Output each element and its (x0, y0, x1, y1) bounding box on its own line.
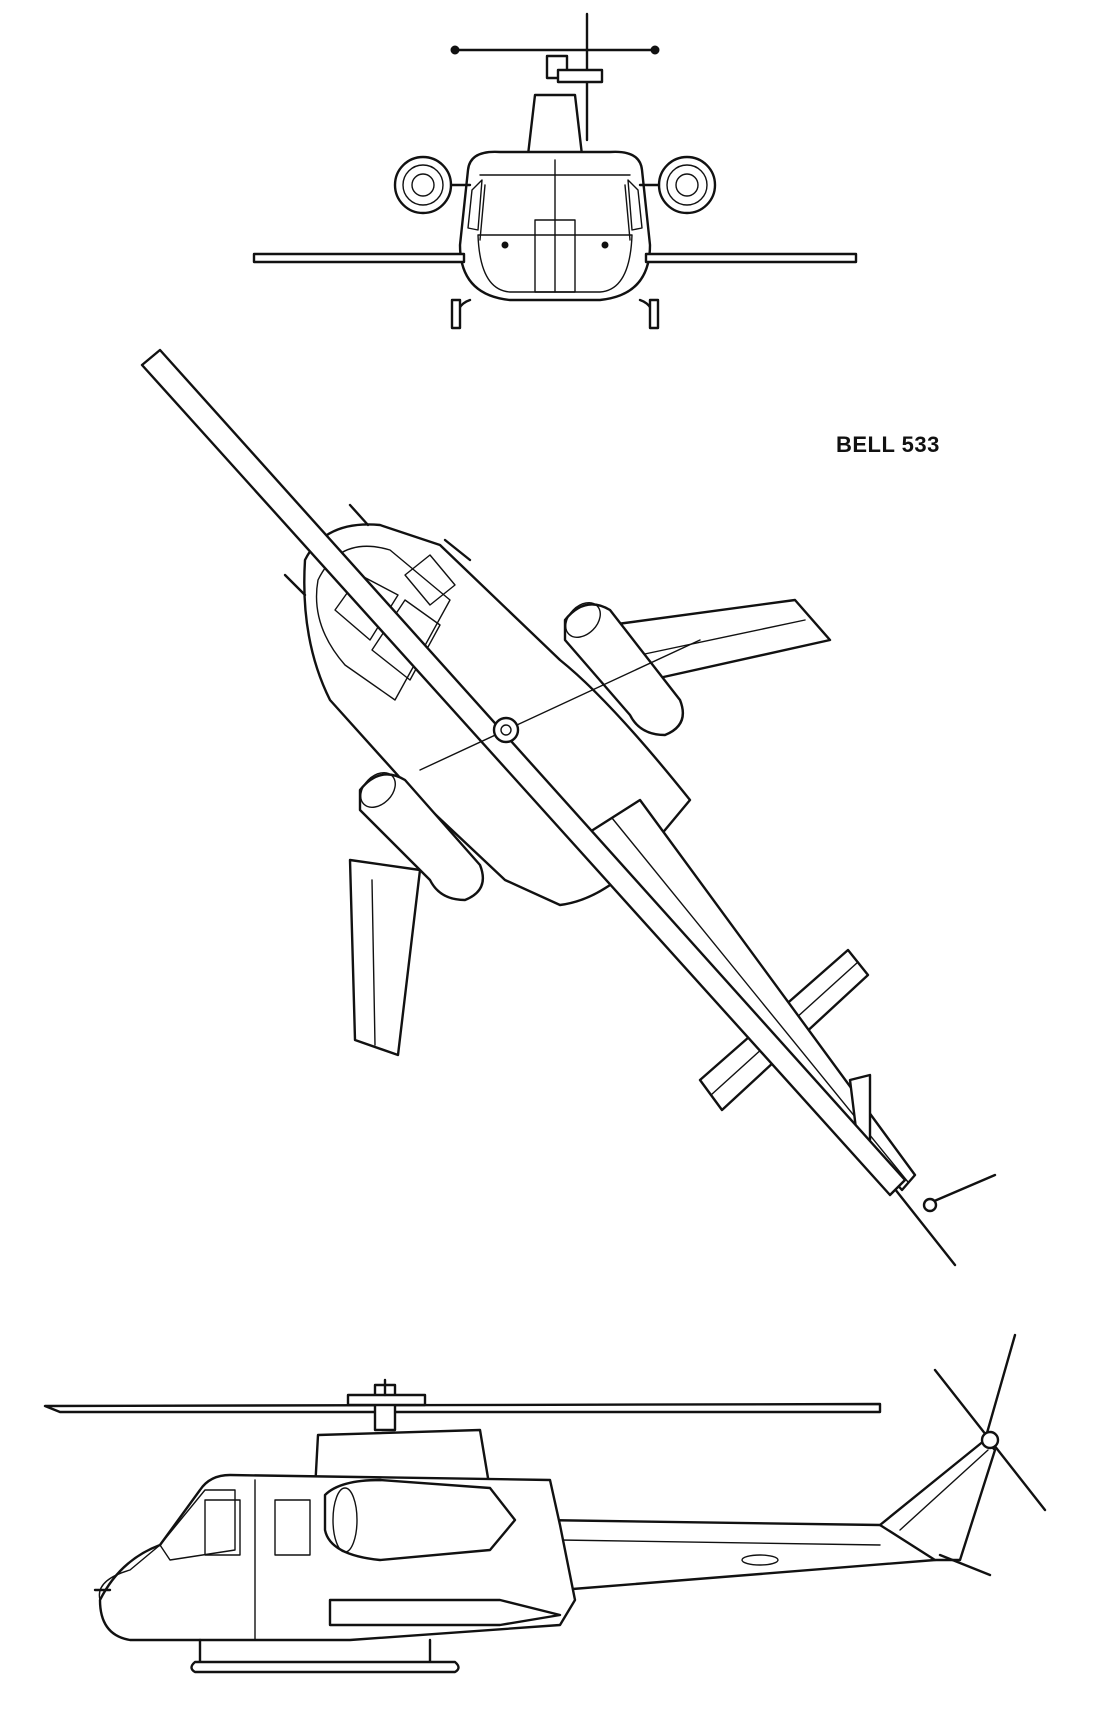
plan-tail-rotor-hub (922, 1197, 938, 1213)
side-fin-spar (899, 1449, 989, 1531)
side-boom-panel (741, 1554, 779, 1566)
front-engine-left (393, 155, 472, 215)
plan-view (140, 348, 997, 1267)
plan-engine-right (563, 602, 685, 737)
side-tail-rotor-blade-b (983, 1333, 1017, 1442)
front-mast-fairing (526, 93, 584, 157)
plan-wing-right-spar (639, 619, 806, 656)
front-engine-right (638, 155, 717, 215)
side-tail-rotor-hub (980, 1430, 1000, 1450)
plan-gun-right (443, 538, 472, 562)
front-wing-right (644, 252, 858, 264)
plan-rotor-hub (492, 716, 520, 744)
front-skid-left (450, 298, 462, 330)
side-tail-skid (938, 1553, 992, 1577)
plan-wing-left (348, 858, 422, 1057)
plan-wing-left-spar (371, 879, 376, 1046)
front-light-right (601, 241, 609, 249)
side-nose (98, 1544, 161, 1601)
side-main-rotor-blade (43, 1402, 882, 1414)
front-wing-left (252, 252, 466, 264)
front-skid-right (648, 298, 660, 330)
side-rotor-head (346, 1393, 427, 1407)
side-stub-wing (328, 1598, 562, 1627)
front-blade-tip-left (450, 45, 460, 55)
drawing-title: BELL 533 (836, 432, 940, 457)
plan-tail-rotor-blade-2 (923, 1173, 997, 1207)
side-tail-boom-line (559, 1539, 881, 1546)
side-cockpit-door-window (204, 1499, 241, 1556)
front-intake-left (467, 179, 483, 231)
front-intake-right (627, 179, 643, 231)
side-view (43, 1333, 1047, 1674)
side-engine-nacelle (323, 1478, 517, 1562)
plan-main-rotor-blade (140, 348, 907, 1197)
front-windshield (477, 234, 633, 293)
side-windshield (159, 1489, 236, 1561)
plan-engine-left (358, 772, 485, 902)
front-skid-struts (453, 298, 657, 327)
side-skid (190, 1660, 460, 1674)
plan-gun-left (283, 573, 307, 597)
plan-pitot (348, 503, 370, 527)
front-rotor-head (556, 68, 604, 84)
side-cabin-window (274, 1499, 311, 1556)
plan-window-top (404, 554, 456, 606)
front-blade-tip-right (650, 45, 660, 55)
plan-rotor-hub-center (500, 724, 512, 736)
front-view (252, 12, 858, 330)
front-nose-panel (534, 219, 576, 293)
side-tail-boom (538, 1518, 937, 1592)
plan-rotor-blade-short (419, 639, 701, 771)
front-light-left (501, 241, 509, 249)
side-engine-intake (332, 1487, 358, 1553)
